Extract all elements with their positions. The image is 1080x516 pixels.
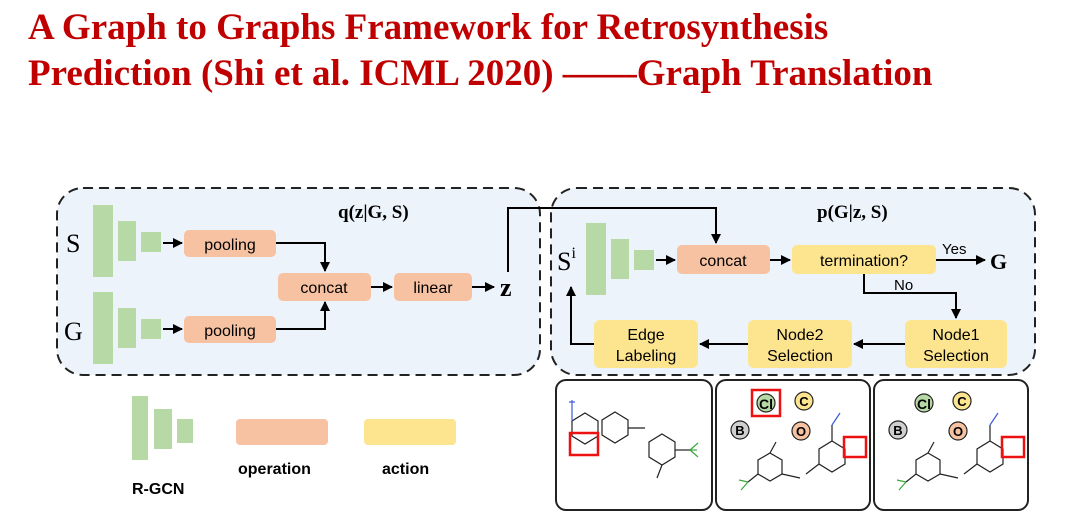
pooling-bottom-box xyxy=(184,316,276,343)
legend-operation-swatch xyxy=(236,419,328,445)
atom-cl-panel3-label: Cl xyxy=(917,396,931,412)
edge-line2: Labeling xyxy=(616,348,677,365)
input-s-label: S xyxy=(66,229,80,258)
no-label: No xyxy=(894,277,913,294)
pooling-bottom-label: pooling xyxy=(204,323,256,340)
node2-line2: Selection xyxy=(767,348,833,365)
node1-selection-box xyxy=(905,320,1007,368)
termination-box xyxy=(792,245,936,274)
molecule-drawing-1 xyxy=(569,400,699,479)
concat-left-box xyxy=(278,273,371,301)
rgcn-block-s xyxy=(93,205,161,277)
legend-operation-label: operation xyxy=(238,461,311,478)
encoder-heading: q(z|G, S) xyxy=(338,202,409,223)
node1-line1: Node1 xyxy=(932,327,979,344)
atom-cl-panel2 xyxy=(756,393,776,413)
linear-box xyxy=(394,273,472,301)
node2-selection-box xyxy=(748,320,852,368)
atom-o-panel3-label: O xyxy=(953,424,963,439)
input-g-label: G xyxy=(64,317,83,346)
atom-b-panel3 xyxy=(888,420,908,440)
atom-c-panel2-label: C xyxy=(799,394,809,409)
title-line-1: A Graph to Graphs Framework for Retrosyn… xyxy=(28,7,829,48)
atom-c-panel2 xyxy=(794,391,814,411)
node1-line2: Selection xyxy=(923,348,989,365)
latent-z: z xyxy=(500,273,512,302)
title-line-2: Prediction (Shi et al. ICML 2020) ——Grap… xyxy=(28,53,933,94)
legend-action-label: action xyxy=(382,461,429,478)
rgcn-block-si xyxy=(586,223,654,295)
decoder-heading: p(G|z, S) xyxy=(817,202,888,223)
atom-cl-panel3 xyxy=(914,393,934,413)
atom-o-panel2 xyxy=(791,421,811,441)
edge-line1: Edge xyxy=(627,327,664,344)
atom-c-panel3 xyxy=(952,391,972,411)
atom-b-panel2 xyxy=(730,420,750,440)
z-to-concat-arrow xyxy=(507,207,721,272)
highlight-box-1 xyxy=(568,431,600,457)
output-g: G xyxy=(990,249,1007,274)
legend-action-swatch xyxy=(364,419,456,445)
linear-label: linear xyxy=(413,280,453,297)
atom-b-panel3-label: B xyxy=(893,423,902,438)
atom-b-panel2-label: B xyxy=(735,423,744,438)
edge-labeling-box xyxy=(594,320,698,368)
concat-left-label: concat xyxy=(300,280,348,297)
legend-rgcn-icon xyxy=(132,396,193,460)
molecule-panel-1 xyxy=(555,379,713,511)
pooling-top-label: pooling xyxy=(204,237,256,254)
atom-c-panel3-label: C xyxy=(957,394,967,409)
concat-right-label: concat xyxy=(699,253,747,270)
node2-line1: Node2 xyxy=(776,327,823,344)
atom-cl-panel2-label: Cl xyxy=(759,396,773,412)
concat-right-box xyxy=(677,245,770,274)
pooling-top-box xyxy=(184,230,276,257)
atom-o-panel2-label: O xyxy=(796,424,806,439)
molecule-panel-2 xyxy=(715,379,871,511)
highlight-box-2 xyxy=(842,435,868,459)
highlight-box-3 xyxy=(1000,435,1026,459)
atom-o-panel3 xyxy=(948,421,968,441)
yes-label: Yes xyxy=(942,241,966,258)
legend-rgcn-label: R-GCN xyxy=(132,481,184,498)
molecule-panel-3 xyxy=(873,379,1029,511)
input-si-label: Si xyxy=(557,245,576,276)
rgcn-block-g xyxy=(93,292,161,364)
termination-label: termination? xyxy=(820,253,908,270)
highlight-box-cl xyxy=(750,388,782,418)
